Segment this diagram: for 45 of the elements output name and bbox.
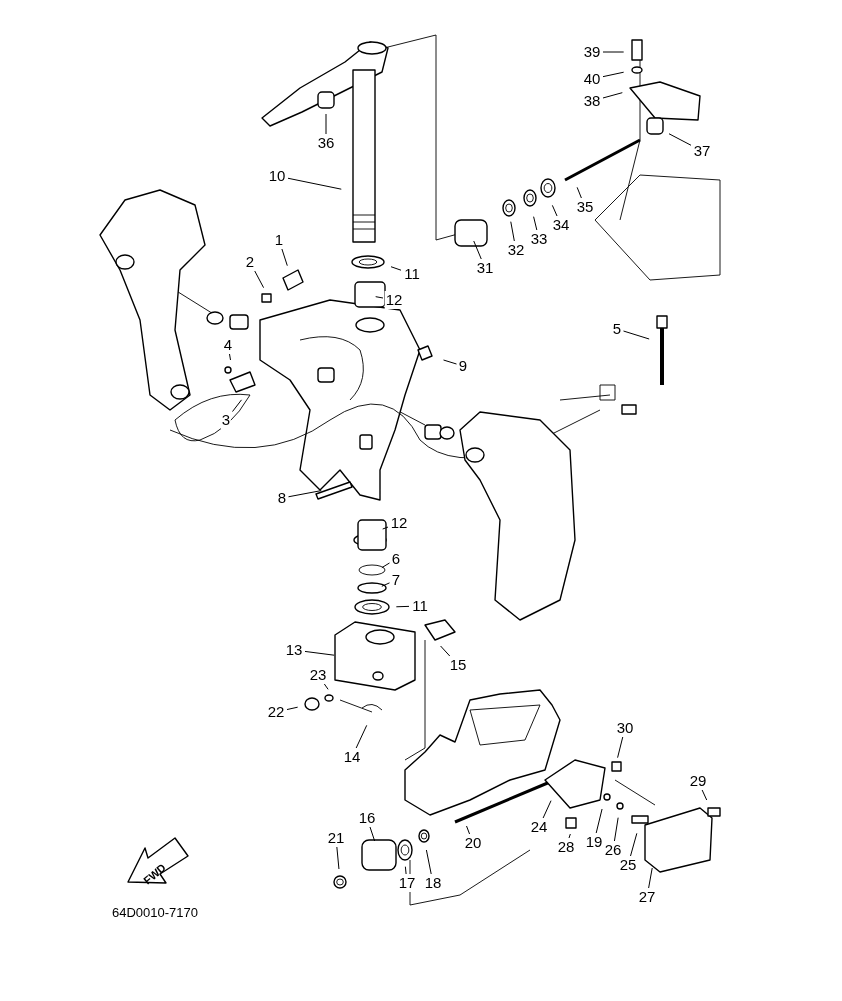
- leader-line: [232, 399, 242, 413]
- leader-line: [355, 724, 368, 749]
- leader-line: [288, 490, 322, 498]
- leader-line: [336, 846, 340, 870]
- leader-line: [602, 92, 623, 99]
- leader-line: [542, 800, 552, 819]
- diagram-number: 64D0010-7170: [112, 905, 199, 920]
- leader-line: [325, 113, 327, 135]
- leader-line: [668, 133, 692, 146]
- leader-line: [229, 353, 231, 361]
- leader-line: [440, 645, 451, 657]
- leader-line: [404, 866, 407, 875]
- leader-line: [576, 186, 582, 199]
- leader-line: [287, 177, 342, 190]
- leader-line: [375, 296, 384, 299]
- leader-line: [510, 221, 515, 242]
- leader-line: [617, 736, 624, 759]
- leader-line: [304, 650, 335, 656]
- callout-number: 17: [397, 874, 417, 892]
- leader-line: [281, 248, 288, 267]
- leader-line: [568, 833, 571, 839]
- leader-line: [382, 526, 389, 530]
- leader-line: [648, 867, 653, 889]
- leader-line: [395, 605, 410, 608]
- leader-line: [701, 789, 708, 801]
- leader-line: [551, 204, 558, 217]
- leader-line: [595, 808, 603, 834]
- leader-line: [613, 817, 619, 842]
- leader-line: [623, 330, 650, 340]
- leader-line: [381, 562, 390, 569]
- leader-line: [254, 270, 265, 289]
- leader-line: [466, 825, 471, 835]
- leader-line: [533, 216, 538, 231]
- leader-line: [369, 826, 376, 842]
- leader-line: [630, 832, 638, 857]
- leader-line: [381, 582, 390, 587]
- leader-line: [286, 706, 299, 711]
- leader-line: [602, 51, 625, 53]
- leader-line: [443, 359, 457, 365]
- leader-line: [425, 849, 432, 875]
- leader-line: [390, 266, 402, 271]
- leader-line: [323, 683, 329, 690]
- leader-line: [473, 240, 482, 260]
- leader-line: [602, 71, 625, 78]
- callout-number: 12: [384, 291, 404, 309]
